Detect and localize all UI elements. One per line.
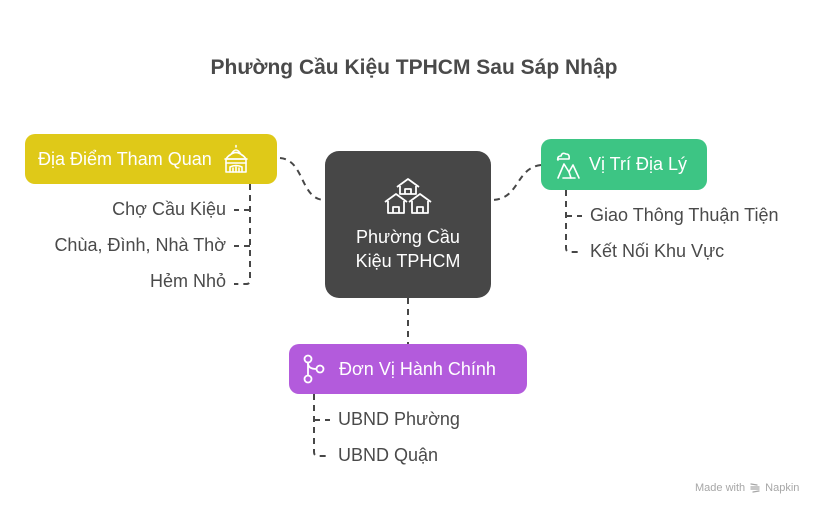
temple-icon	[222, 144, 250, 174]
branch-icon	[303, 354, 325, 384]
napkin-brand: Napkin	[765, 482, 800, 494]
branch-don-vi-hanh-chinh[interactable]: Đơn Vị Hành Chính	[289, 344, 527, 394]
list-item: Hẻm Nhỏ	[149, 271, 226, 291]
list-item: UBND Quận	[338, 445, 439, 465]
diagram-title: Phường Cầu Kiệu TPHCM Sau Sáp Nhập	[210, 56, 618, 79]
list-item: Chùa, Đình, Nhà Thờ	[54, 235, 226, 255]
branch-label: Đơn Vị Hành Chính	[339, 358, 496, 379]
branch-label: Vị Trí Địa Lý	[589, 154, 688, 174]
list-item: Kết Nối Khu Vực	[590, 241, 725, 261]
branch-vi-tri-dia-ly[interactable]: Vị Trí Địa Lý	[541, 139, 707, 190]
mountain-cloud-icon	[555, 150, 581, 180]
footer-watermark: Made with Napkin	[695, 482, 799, 494]
center-label-line1: Phường Cầu	[356, 226, 460, 247]
made-with-text: Made with	[695, 482, 746, 494]
houses-icon	[383, 177, 433, 217]
branch-label: Địa Điểm Tham Quan	[38, 148, 212, 169]
center-node[interactable]: Phường Cầu Kiệu TPHCM	[325, 151, 491, 298]
list-item: Giao Thông Thuận Tiện	[590, 205, 779, 225]
napkin-logo-icon	[749, 482, 761, 494]
branch-dia-diem-tham-quan[interactable]: Địa Điểm Tham Quan	[25, 134, 277, 184]
list-item: UBND Phường	[338, 409, 460, 429]
center-label-line2: Kiệu TPHCM	[355, 250, 461, 271]
list-item: Chợ Cầu Kiệu	[112, 199, 226, 219]
